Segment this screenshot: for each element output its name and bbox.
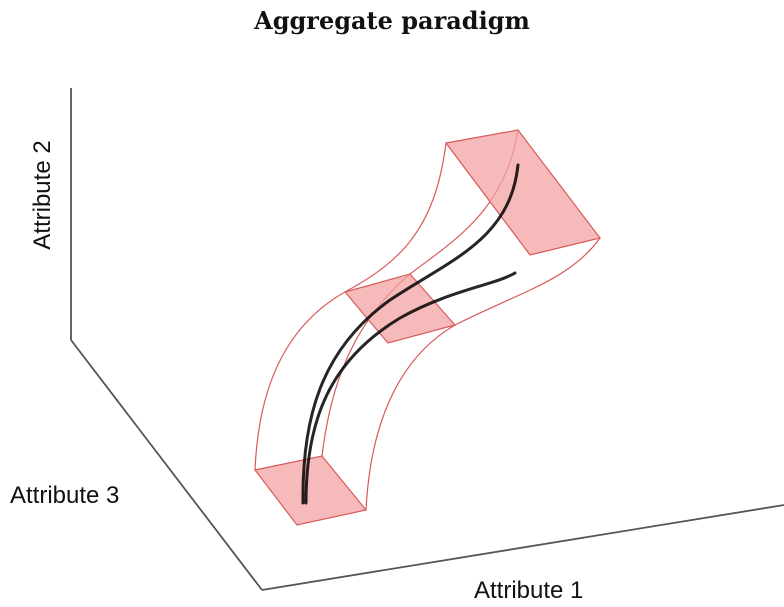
tube-edge-right-upper [454,237,601,326]
tube-edge-left-front [344,142,447,293]
trajectories [301,163,520,505]
slab-end [444,129,602,256]
axes [70,88,784,591]
depth-axis [70,339,263,591]
horizontal-axis [261,504,784,591]
slab-start [253,455,368,526]
trajectory-upper [301,163,520,505]
trajectory-lower [304,271,517,505]
y-axis-label: Attribute 2 [29,140,56,249]
figure-title: Aggregate paradigm [254,6,530,35]
cross-sections [253,129,602,526]
tube-edge-right-lower [365,324,456,511]
slab-middle [343,273,457,344]
tube-edge-left-back [254,291,346,471]
z-axis-label: Attribute 3 [10,482,119,509]
x-axis-label: Attribute 1 [474,577,583,604]
